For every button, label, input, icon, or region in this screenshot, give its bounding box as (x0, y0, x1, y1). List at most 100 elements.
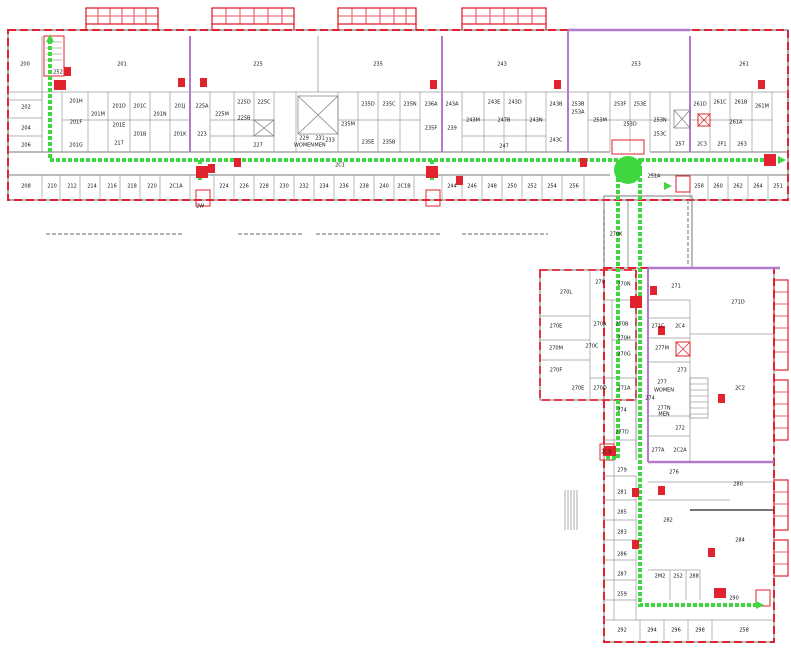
room-label: 243E (488, 100, 501, 106)
room-label: 292 (617, 628, 627, 634)
room-label: 201E (113, 123, 126, 129)
room-label: 290 (729, 596, 739, 602)
room-label: 270 (595, 280, 605, 286)
room-label: 201D (112, 104, 126, 110)
room-label: 251 (773, 184, 783, 190)
room-label: 284 (735, 538, 745, 544)
room-label: 271A (618, 386, 632, 392)
room-label: 2C1A (169, 184, 183, 190)
top-balconies (85, 7, 547, 30)
room-label: 270L (560, 290, 573, 296)
room-label: 263 (737, 142, 747, 148)
restroom-men-label: MEN (314, 143, 325, 149)
room-label: 270G (617, 352, 631, 358)
room-label: 273 (677, 368, 687, 374)
room-label: 247 (499, 144, 509, 150)
room-label: 225D (237, 100, 251, 106)
room-label: 239 (447, 126, 457, 132)
room-label: 226 (239, 184, 249, 190)
room-label: 210 (47, 184, 57, 190)
room-label: 238 (359, 184, 369, 190)
room-label: 270E (572, 386, 585, 392)
side-balconies (773, 279, 789, 577)
room-label: 288 (689, 574, 699, 580)
room-label: 260 (713, 184, 723, 190)
room-label: 2C1B (397, 184, 411, 190)
room-label: 246 (467, 184, 477, 190)
room-label: 200 (20, 62, 30, 68)
room-label: 256 (569, 184, 579, 190)
room-label: 277 (657, 380, 667, 386)
room-label: 2C3 (697, 142, 707, 148)
room-label: 240 (379, 184, 389, 190)
room-label: 261M (755, 104, 769, 110)
room-label: 2S2 (673, 574, 683, 580)
room-label: 218 (127, 184, 137, 190)
room-label: 201F (70, 120, 83, 126)
room-label: 201J (174, 104, 185, 110)
room-label: 261 (739, 62, 749, 68)
room-label: 202 (21, 105, 31, 111)
room-label: 277N (657, 406, 671, 412)
room-label: 2C2 (735, 386, 745, 392)
room-label: 253N (653, 118, 667, 124)
room-label: 235D (361, 102, 375, 108)
room-label: 271 (671, 284, 681, 290)
room-label: 229 (299, 136, 309, 142)
room-label: 286 (617, 552, 627, 558)
room-label: 206 (21, 143, 31, 149)
room-label: 277M (655, 346, 669, 352)
room-label: 201B (134, 132, 148, 138)
room-label: 252 (53, 70, 63, 76)
room-label: 243B (550, 102, 564, 108)
room-label: 235E (362, 140, 375, 146)
room-label: 270B (616, 322, 630, 328)
room-label: 236A (425, 102, 439, 108)
room-label: 271C (651, 324, 665, 330)
room-label: 228 (259, 184, 269, 190)
room-label: 244 (447, 184, 457, 190)
room-label: 2M2 (655, 574, 666, 580)
room-label: 243C (549, 138, 563, 144)
room-label: 214 (87, 184, 97, 190)
room-label: 270M (549, 346, 563, 352)
room-label: 247B (498, 118, 512, 124)
room-label: 243A (446, 102, 460, 108)
room-label: 254 (547, 184, 557, 190)
room-label: 270D (593, 386, 607, 392)
room-label: 258 (694, 184, 704, 190)
room-label: 201K (174, 132, 188, 138)
room-label: 225A (196, 104, 210, 110)
room-label: 253F (614, 102, 627, 108)
room-label: 281 (617, 490, 627, 496)
room-label: 234 (319, 184, 329, 190)
room-label: 253E (634, 102, 647, 108)
room-label: 201 (117, 62, 127, 68)
room-label: 243D (508, 100, 522, 106)
room-label: 287 (617, 572, 627, 578)
room-label: 217 (114, 141, 124, 147)
room-label: 280 (733, 482, 743, 488)
room-label: 208 (21, 184, 31, 190)
room-label: 274 (617, 408, 627, 414)
restroom-women-label: WOMEN (654, 388, 674, 394)
room-label: 236 (339, 184, 349, 190)
room-label: 258 (739, 628, 749, 634)
top-wing (7, 28, 789, 201)
room-label: 201M (91, 112, 105, 118)
room-label: 2C4 (675, 324, 685, 330)
room-label: 253M (593, 118, 607, 124)
room-label: 204 (21, 126, 31, 132)
room-label: 216 (107, 184, 117, 190)
room-label: 276 (669, 470, 679, 476)
room-label: 225C (257, 100, 271, 106)
room-label: 270K (610, 232, 624, 238)
room-label: 271D (731, 300, 745, 306)
room-label: 261B (735, 100, 749, 106)
room-label: 283 (617, 530, 627, 536)
room-label: 231 (315, 136, 325, 142)
room-label: 262 (733, 184, 743, 190)
room-label: 272 (675, 426, 685, 432)
room-label: 252 (527, 184, 537, 190)
room-label: 227 (253, 143, 263, 149)
